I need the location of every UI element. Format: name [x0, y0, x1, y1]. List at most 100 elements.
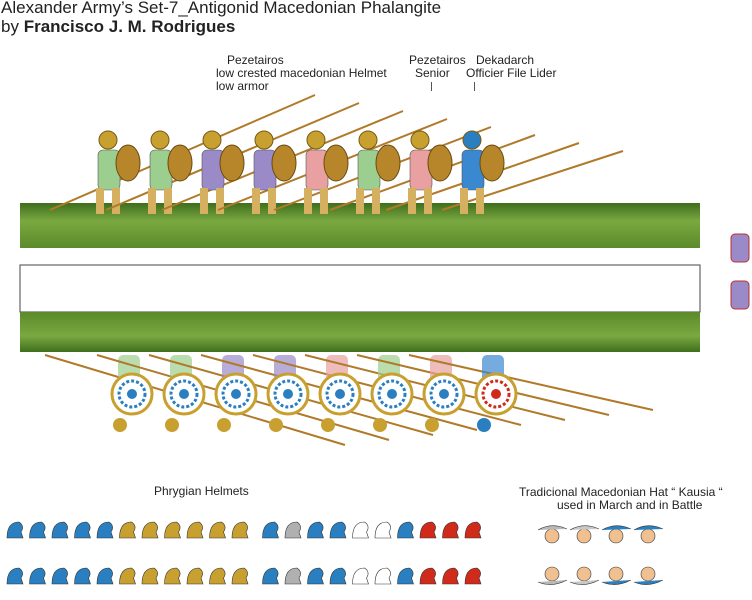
- helmet: [202, 130, 222, 150]
- leg: [408, 188, 416, 214]
- phrygian-helmet-icon: [374, 567, 392, 585]
- shield: [115, 144, 141, 182]
- phrygian-helmet-icon: [262, 567, 279, 585]
- soldier-figure: [441, 130, 624, 214]
- helmet: [165, 418, 179, 432]
- face: [608, 528, 624, 544]
- shield-pattern: [377, 379, 407, 409]
- helmet: [98, 130, 118, 150]
- phrygian-helmet-icon: [329, 567, 347, 585]
- kausia-label-line1: Tradicional Macedonian Hat “ Kausia “: [519, 485, 723, 499]
- phrygian-helmet-icon: [209, 567, 226, 585]
- leg: [320, 188, 328, 214]
- helmet: [373, 418, 387, 432]
- phrygian-helmet-icon: [284, 567, 302, 585]
- phrygian-helmet-icon: [186, 567, 204, 585]
- phrygian-helmet-icon: [329, 521, 347, 539]
- kausia-hats: [537, 525, 664, 585]
- phrygian-helmet-icon: [29, 521, 46, 539]
- phrygian-helmet-icon: [164, 567, 181, 585]
- phrygian-helmet-icon: [307, 567, 324, 585]
- pezetairos-desc-helmet: low crested macedonian Helmet: [216, 66, 387, 80]
- phrygian-helmet-icon: [164, 521, 181, 539]
- leg: [112, 188, 120, 214]
- author-line: by Francisco J. M. Rodrigues: [1, 17, 235, 36]
- shield: [427, 144, 453, 182]
- shield-boss: [439, 389, 449, 399]
- phrygian-helmet-icon: [442, 567, 459, 585]
- phrygian-helmet-icon: [231, 567, 249, 585]
- helmet: [462, 130, 482, 150]
- face: [640, 566, 656, 582]
- shield-boss: [335, 389, 345, 399]
- soldier-figure-back: [408, 354, 654, 432]
- shield: [271, 144, 297, 182]
- helmet: [410, 130, 430, 150]
- kausia-hat-icon: [601, 579, 632, 585]
- leg: [356, 188, 364, 214]
- leg: [372, 188, 380, 214]
- phrygian-helmet-icon: [419, 521, 437, 539]
- senior-title: Pezetairos: [409, 53, 466, 67]
- phrygian-helmet-icon: [74, 521, 91, 539]
- shield-boss: [387, 389, 397, 399]
- helmet: [269, 418, 283, 432]
- dekadarch-pointer: [474, 82, 475, 91]
- shield-pattern: [117, 379, 147, 409]
- leg: [216, 188, 224, 214]
- kausia-hat-icon: [537, 579, 568, 585]
- face: [640, 528, 656, 544]
- phrygian-helmet-icon: [186, 521, 204, 539]
- phrygian-helmet-icon: [464, 521, 482, 539]
- phrygian-helmet-icon: [209, 521, 226, 539]
- face: [576, 566, 592, 582]
- phrygian-helmet-icon: [119, 567, 136, 585]
- soldier-figure-back: [200, 354, 478, 432]
- phrygian-helmet-icon: [419, 567, 437, 585]
- by-label: by: [1, 17, 19, 36]
- phrygian-helmet-icon: [307, 521, 324, 539]
- shield: [167, 144, 193, 182]
- leg: [252, 188, 260, 214]
- phrygian-helmet-icon: [141, 521, 159, 539]
- soldiers-front-row: [49, 94, 624, 214]
- leg: [96, 188, 104, 214]
- phrygian-helmet-icon: [119, 521, 136, 539]
- face: [544, 566, 560, 582]
- leg: [460, 188, 468, 214]
- phrygian-helmet-icon: [74, 567, 91, 585]
- phrygian-helmet-icon: [352, 521, 369, 539]
- phrygian-helmet-icon: [51, 521, 69, 539]
- kausia-hat-icon: [633, 579, 664, 585]
- phrygian-helmet-icon: [231, 521, 249, 539]
- face: [576, 528, 592, 544]
- helmet: [477, 418, 491, 432]
- leg: [268, 188, 276, 214]
- kausia-hat-icon: [569, 525, 600, 531]
- face: [608, 566, 624, 582]
- dekadarch-title: Dekadarch: [476, 53, 535, 67]
- sheet-title: Alexander Army’s Set-7_Antigonid Macedon…: [1, 0, 442, 17]
- shield-boss: [231, 389, 241, 399]
- soldier-figure-back: [96, 354, 390, 441]
- helmet: [217, 418, 231, 432]
- shield-boss: [179, 389, 189, 399]
- helmet: [321, 418, 335, 432]
- leg: [164, 188, 172, 214]
- phrygian-helmets-label: Phrygian Helmets: [154, 484, 249, 498]
- leg: [476, 188, 484, 214]
- shield-boss: [283, 389, 293, 399]
- senior-desc: Senior: [415, 66, 450, 80]
- helmet: [254, 130, 274, 150]
- soldiers-back-row: [44, 354, 654, 446]
- shield-pattern: [481, 379, 511, 409]
- helmet: [425, 418, 439, 432]
- shield: [375, 144, 401, 182]
- sarissa-spear: [441, 150, 624, 211]
- kausia-label-line2: used in March and in Battle: [557, 498, 703, 512]
- kausia-hat-icon: [537, 525, 568, 531]
- leg: [200, 188, 208, 214]
- shield-pattern: [221, 379, 251, 409]
- pezetairos-desc-armor: low armor: [216, 79, 269, 93]
